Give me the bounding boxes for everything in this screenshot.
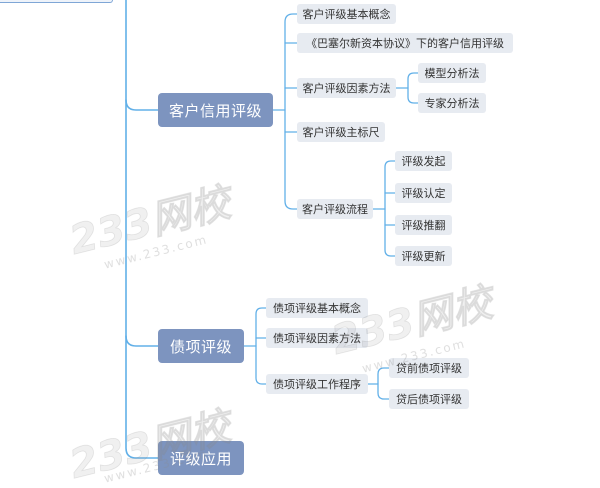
connector-debt-procedure-spine: [377, 367, 390, 400]
subtopic-debt-rating-basic-concepts: 债项评级基本概念: [266, 298, 368, 318]
subtopic-debt-rating-factor-methods: 债项评级因素方法: [266, 328, 368, 348]
subtopic-rating-update: 评级更新: [395, 246, 452, 266]
connector-process-spine: [384, 160, 396, 257]
main-topic-debt-rating: 债项评级: [158, 329, 244, 363]
main-topic-rating-application: 评级应用: [158, 441, 244, 475]
connector-factor-methods-spine: [407, 72, 419, 104]
subtopic-pre-loan-debt-rating: 贷前债项评级: [389, 358, 469, 378]
connector-trunk-to-rating-application: [125, 0, 159, 459]
subtopic-rating-initiation: 评级发起: [395, 151, 452, 171]
subtopic-post-loan-debt-rating: 贷后债项评级: [389, 389, 469, 409]
main-topic-customer-credit-rating: 客户信用评级: [158, 93, 273, 127]
subtopic-rating-override: 评级推翻: [395, 215, 452, 235]
root-node: [0, 0, 113, 3]
subtopic-customer-rating-master-scale: 客户评级主标尺: [297, 122, 385, 142]
connector-debt-rating-spine: [255, 307, 267, 385]
subtopic-customer-rating-factor-methods: 客户评级因素方法: [297, 78, 396, 98]
subtopic-debt-rating-procedure: 债项评级工作程序: [266, 374, 368, 394]
connector-trunk-to-customer-credit-rating: [125, 99, 159, 111]
subtopic-rating-confirmation: 评级认定: [395, 183, 452, 203]
subtopic-customer-rating-process: 客户评级流程: [297, 199, 373, 219]
connector-trunk-to-debt-rating: [125, 335, 159, 347]
subtopic-customer-rating-basic-concepts: 客户评级基本概念: [297, 4, 396, 24]
connector-customer-credit-spine: [284, 13, 298, 210]
subtopic-basel-ii-customer-credit-rating: 《巴塞尔新资本协议》下的客户信用评级: [297, 33, 513, 53]
subtopic-expert-analysis: 专家分析法: [418, 93, 486, 113]
subtopic-model-analysis: 模型分析法: [418, 63, 486, 83]
